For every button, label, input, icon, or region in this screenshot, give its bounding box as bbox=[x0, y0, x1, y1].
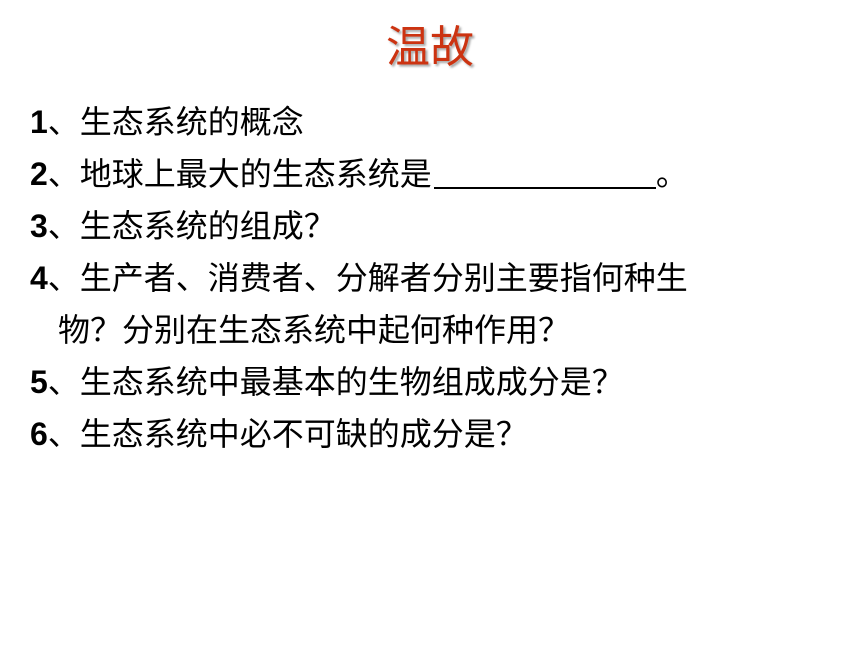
question-text: 、生态系统中必不可缺的成分是？ bbox=[47, 415, 528, 453]
question-text: 、生态系统中最基本的生物组成成分是？ bbox=[47, 363, 624, 401]
question-4: 4、生产者、消费者、分解者分别主要指何种生 物？分别在生态系统中起何种作用？ bbox=[30, 252, 840, 356]
question-1: 1、生态系统的概念 bbox=[30, 96, 840, 148]
question-number: 1 bbox=[30, 104, 48, 140]
question-number: 6 bbox=[30, 416, 48, 452]
question-number: 5 bbox=[30, 364, 48, 400]
question-text: 、生态系统的组成？ bbox=[47, 207, 336, 245]
question-2: 2、地球上最大的生态系统是 。 bbox=[30, 148, 840, 200]
answer-blank[interactable] bbox=[433, 157, 656, 189]
question-6: 6、生态系统中必不可缺的成分是？ bbox=[30, 408, 840, 460]
question-5: 5、生态系统中最基本的生物组成成分是？ bbox=[30, 356, 840, 408]
question-list: 1、生态系统的概念 2、地球上最大的生态系统是 。 3、生态系统的组成？ 4、生产… bbox=[30, 96, 840, 460]
question-continuation: 物？分别在生态系统中起何种作用？ bbox=[58, 311, 571, 349]
question-suffix: 。 bbox=[655, 155, 688, 193]
question-text: 、生产者、消费者、分解者分别主要指何种生 bbox=[47, 259, 688, 297]
slide-title: 温故 bbox=[386, 22, 474, 73]
question-3: 3、生态系统的组成？ bbox=[30, 200, 840, 252]
question-number: 3 bbox=[30, 208, 48, 244]
question-text: 、生态系统的概念 bbox=[47, 103, 304, 141]
question-text: 、地球上最大的生态系统是 bbox=[47, 155, 432, 193]
question-number: 2 bbox=[30, 156, 48, 192]
question-number: 4 bbox=[30, 260, 48, 296]
